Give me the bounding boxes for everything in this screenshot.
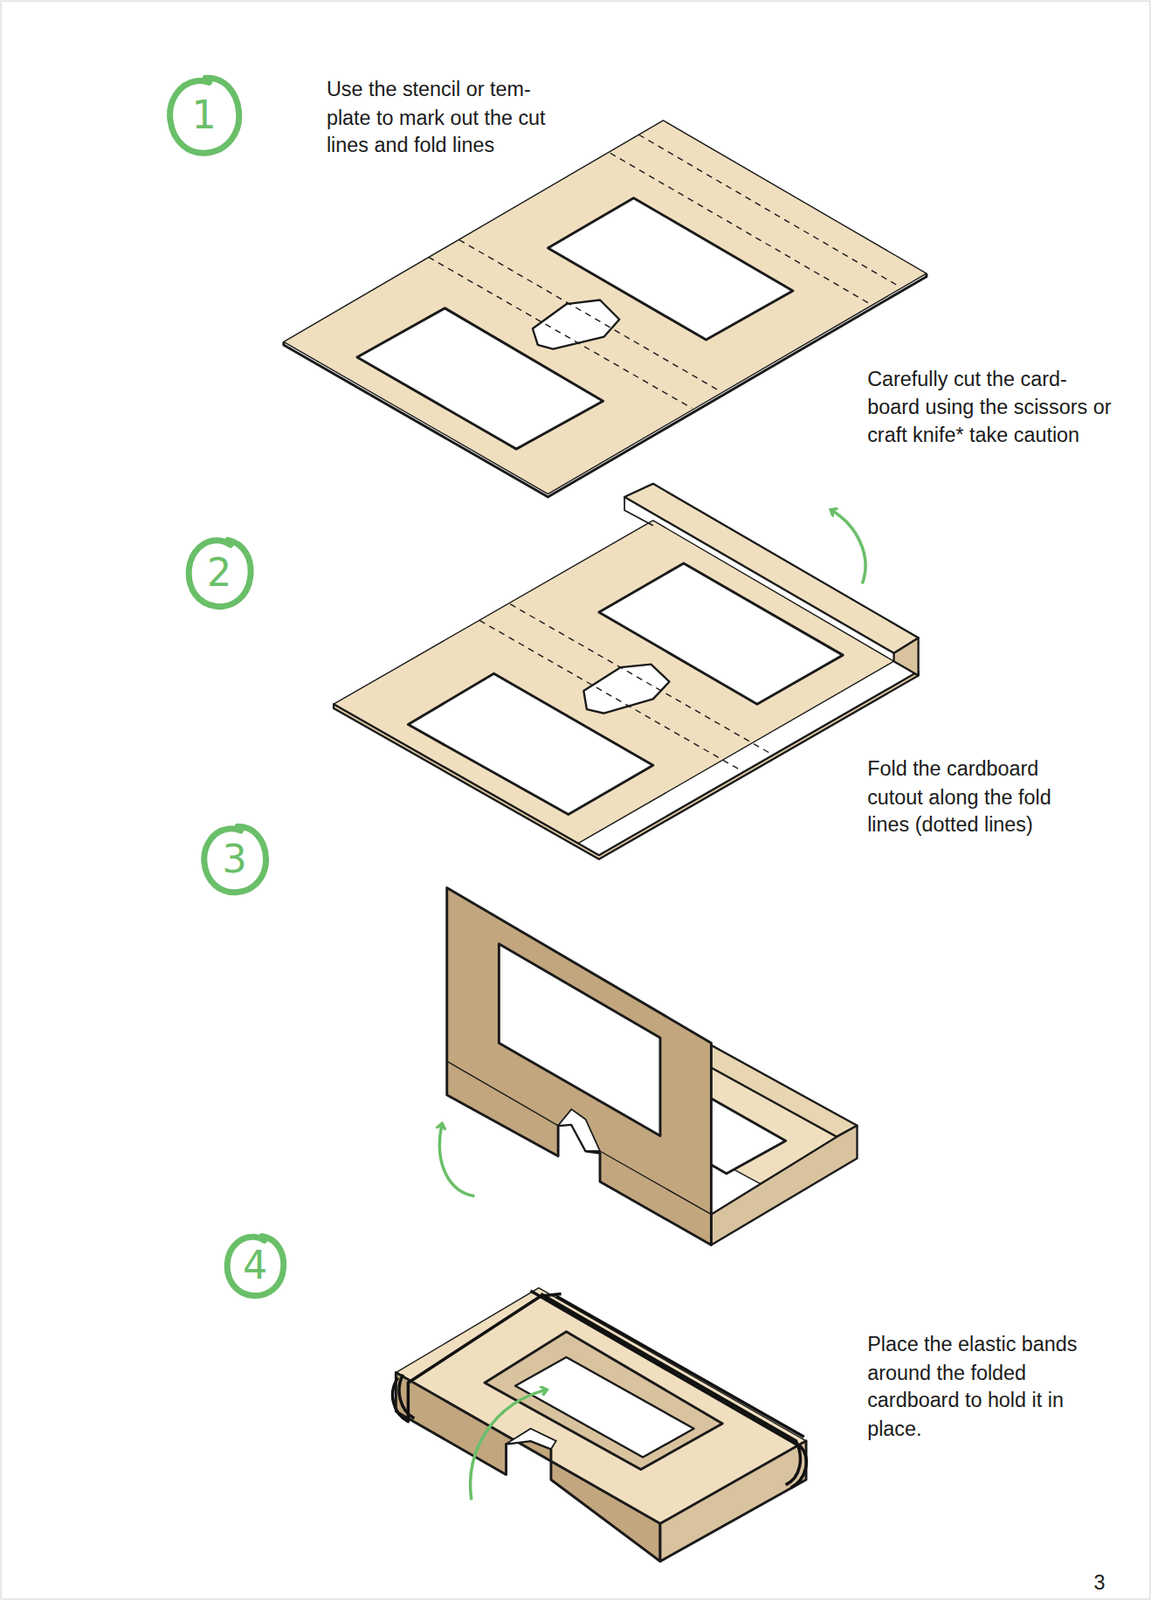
page-number: 3 (1094, 1569, 1136, 1598)
instruction-text: Fold the cardboard cutout along the fold… (867, 755, 1087, 840)
fold-arrow (831, 510, 866, 584)
step-circle: 1 (165, 73, 243, 158)
step-number: 4 (223, 1231, 287, 1299)
flat-sheet (283, 120, 927, 497)
circle-stroke (165, 73, 244, 158)
fold-arrow (439, 1124, 475, 1197)
step-circle: 2 (184, 534, 254, 610)
finished-viewer (392, 1288, 807, 1562)
fold-arrow (470, 1389, 546, 1500)
instruction-text: Carefully cut the card- board using the … (867, 365, 1112, 449)
step-number: 2 (184, 534, 254, 610)
instruction-text: Use the stencil or tem- plate to mark ou… (326, 75, 564, 159)
sheet-flap-folded (333, 483, 919, 860)
step-number: 1 (165, 73, 243, 158)
step-circle: 3 (199, 822, 269, 896)
step-circle: 4 (223, 1231, 287, 1299)
step-number: 3 (199, 822, 269, 896)
instruction-text: Place the elastic bands around the folde… (867, 1330, 1103, 1444)
partly-folded-viewer (447, 888, 858, 1246)
